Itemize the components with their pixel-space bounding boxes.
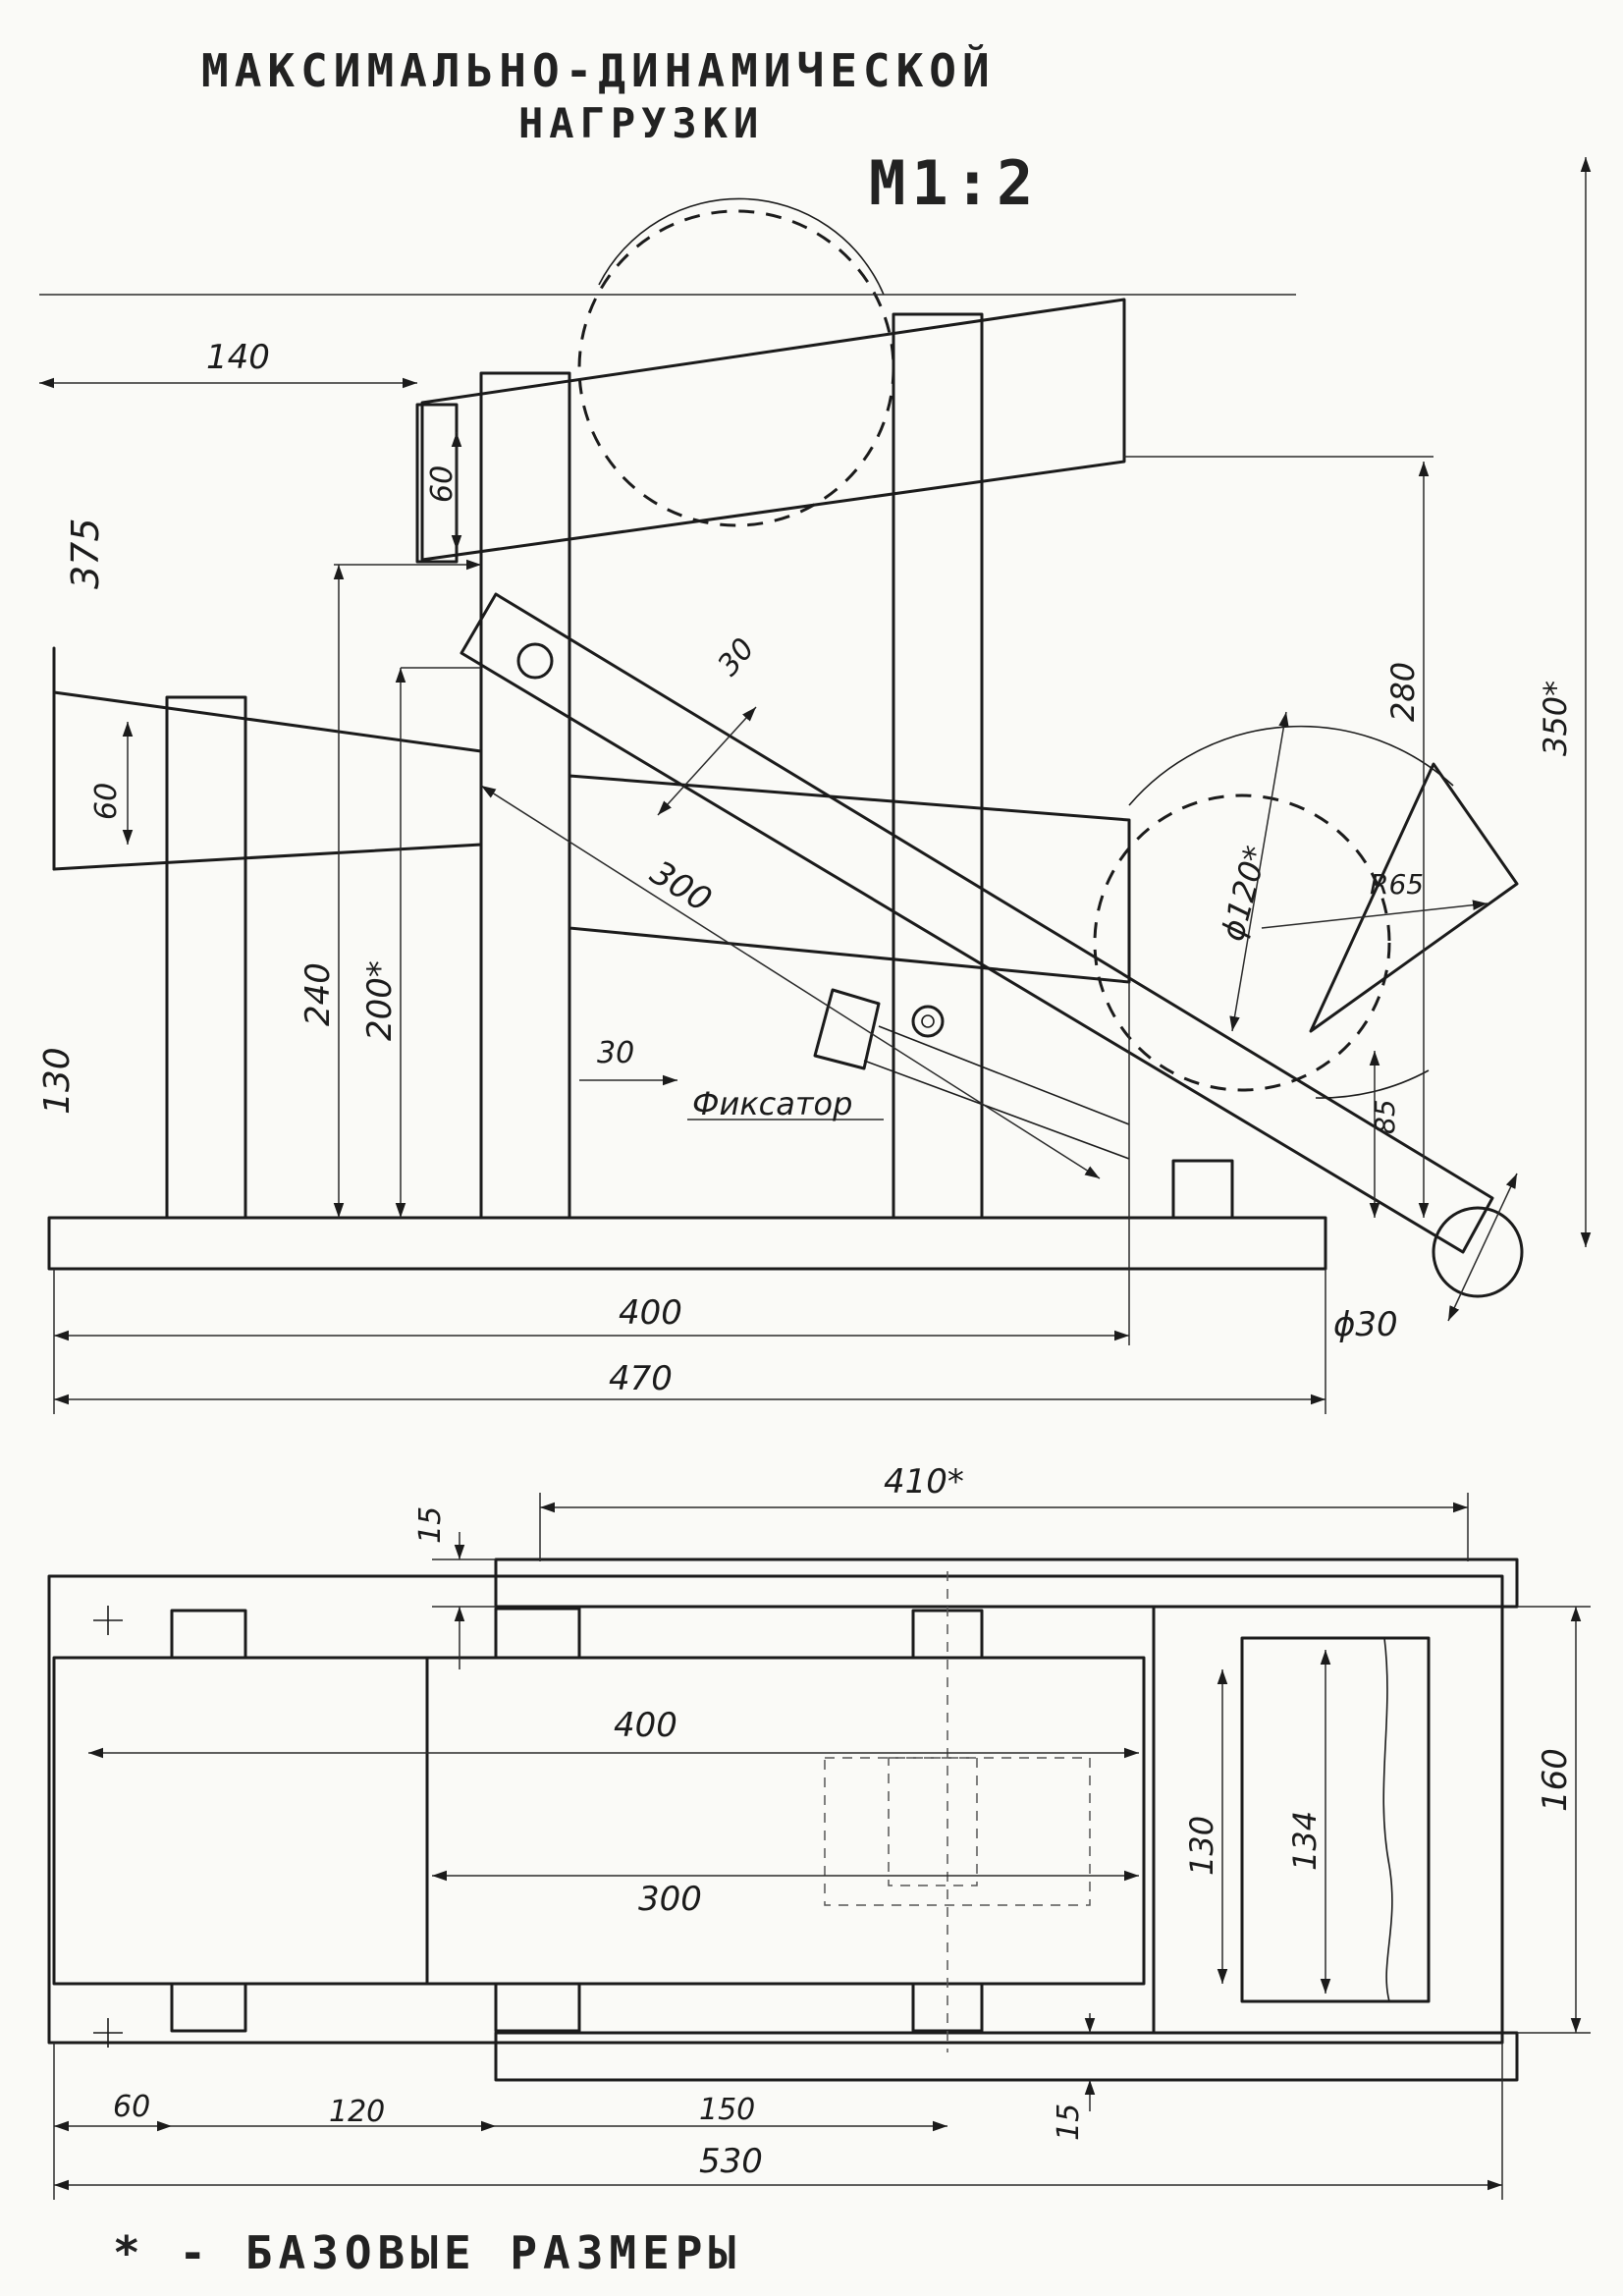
- right-pocket: [1240, 1636, 1431, 2003]
- top-view: 410* 15 400 300 130 134 160 60 120 150 1…: [47, 1462, 1591, 2200]
- dim-280: 280: [1384, 662, 1422, 722]
- dim-15-top: 15: [413, 1506, 448, 1544]
- upper-plank: [420, 298, 1126, 562]
- top-frame: [47, 1574, 1504, 2045]
- lever-hole: [911, 1005, 945, 1038]
- top-rail: [494, 1558, 1519, 1609]
- base-plate: [47, 1216, 1327, 1271]
- dim-15-bot: 15: [1052, 2104, 1086, 2141]
- title-line-2: НАГРУЗКИ: [518, 99, 764, 147]
- right-post: [892, 312, 984, 1220]
- dim-200: 200*: [360, 960, 400, 1041]
- dim-400-side: 400: [619, 1293, 682, 1333]
- dim-85: 85: [1369, 1099, 1401, 1134]
- side-view: 140 375 60 60 30 300 280 350* ϕ120* R65 …: [37, 157, 1592, 1414]
- inner-board: [52, 1656, 1146, 1986]
- stop-block: [1171, 1159, 1234, 1220]
- dim-300-top: 300: [638, 1880, 702, 1919]
- dashed-circle-top: [577, 209, 895, 527]
- bottom-rail: [494, 2031, 1519, 2082]
- dim-120: ϕ120*: [1214, 842, 1274, 945]
- dim-400-top: 400: [614, 1706, 677, 1745]
- dim-470: 470: [609, 1359, 673, 1398]
- diagonal-lever: [460, 592, 1494, 1254]
- dim-375: 375: [64, 518, 107, 589]
- title-line-1: МАКСИМАЛЬНО-ДИНАМИЧЕСКОЙ: [201, 44, 996, 97]
- dim-60-left: 60: [89, 783, 124, 820]
- dim-60-top: 60: [113, 2090, 150, 2124]
- dim-134: 134: [1286, 1811, 1324, 1871]
- left-post: [165, 695, 247, 1220]
- dim-30-slot: 30: [711, 631, 761, 683]
- scale-label: М1:2: [869, 147, 1039, 219]
- fixator-label: Фиксатор: [692, 1085, 852, 1122]
- dim-140: 140: [206, 338, 270, 377]
- lower-plank: [52, 690, 483, 871]
- dim-410: 410*: [884, 1462, 964, 1502]
- dim-350: 350*: [1537, 681, 1574, 756]
- dim-160: 160: [1536, 1748, 1575, 1812]
- wedge: [1309, 762, 1519, 1033]
- dim-r65: R65: [1370, 868, 1424, 901]
- roller: [1432, 1206, 1524, 1298]
- dim-60-top: 60: [425, 465, 460, 503]
- dim-300-side: 300: [643, 853, 718, 920]
- dim-120-top: 120: [329, 2095, 385, 2129]
- middle-post: [479, 371, 571, 1220]
- lever-pivot: [516, 642, 554, 680]
- fixator-block: [813, 988, 881, 1070]
- dim-130-top: 130: [1183, 1816, 1220, 1876]
- dim-530: 530: [699, 2142, 763, 2181]
- dim-150-top: 150: [699, 2093, 755, 2127]
- dim-240: 240: [298, 962, 338, 1026]
- dim-30-low: 30: [597, 1036, 634, 1070]
- legend-base-dimensions: * - БАЗОВЫЕ РАЗМЕРЫ: [113, 2226, 741, 2279]
- dim-130-side: 130: [37, 1047, 78, 1115]
- dim-30-roller: ϕ30: [1333, 1305, 1398, 1344]
